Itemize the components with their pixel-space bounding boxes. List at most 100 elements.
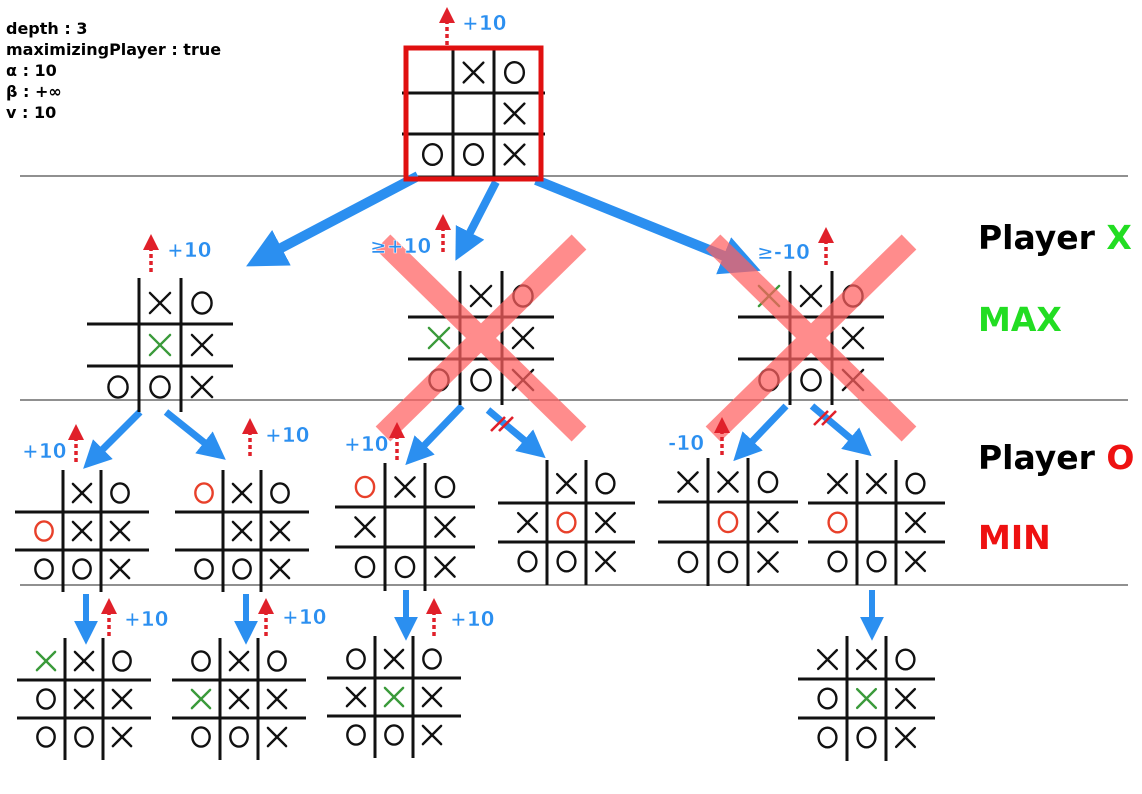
o-mark: [194, 482, 214, 504]
prune-mark: [490, 416, 514, 432]
board-l2-e: [658, 458, 798, 586]
x-mark: [841, 326, 865, 350]
player-x-mark: X: [1106, 218, 1132, 257]
x-mark: [383, 648, 405, 670]
board-l2-a: [15, 470, 149, 592]
o-mark: [895, 648, 916, 671]
x-mark: [71, 520, 93, 542]
x-mark: [383, 686, 405, 708]
node-value-l3-a: +10: [124, 607, 169, 631]
min-label: MIN: [978, 518, 1051, 557]
o-mark: [866, 550, 887, 573]
node-values: +10+10≥+10≥-10+10+10+10-10+10+10+10: [22, 11, 810, 632]
player-x-prefix: Player: [978, 218, 1107, 257]
boards-layer: [15, 45, 945, 761]
x-mark: [427, 326, 451, 350]
board-l2-d: [498, 460, 635, 585]
x-mark: [503, 102, 526, 125]
x-mark: [469, 284, 493, 308]
node-value-l2-c: +10: [344, 432, 389, 456]
x-mark: [462, 61, 485, 84]
x-mark: [190, 375, 214, 399]
x-mark: [594, 550, 617, 573]
o-mark: [107, 375, 129, 399]
max-label: MAX: [978, 300, 1062, 339]
tree-edges: [74, 171, 884, 645]
board-l3-c: [327, 636, 461, 758]
node-value-l2-a: +10: [22, 439, 67, 463]
o-mark: [462, 142, 485, 167]
x-mark: [35, 650, 57, 672]
v-readout: v : 10: [6, 103, 57, 122]
o-mark: [503, 60, 526, 85]
tree-edge-arrow: [163, 409, 226, 460]
o-mark: [34, 558, 54, 580]
value-return-arrow: [439, 7, 455, 45]
x-mark: [228, 650, 250, 672]
x-mark: [904, 550, 927, 573]
o-mark: [800, 368, 822, 392]
current-node-highlight: [403, 45, 544, 182]
x-mark: [269, 558, 291, 580]
o-mark: [422, 648, 442, 670]
o-mark: [72, 558, 92, 580]
board-l1-b: [408, 271, 554, 405]
prune-mark: [813, 410, 837, 426]
tree-edge-arrow: [83, 409, 143, 469]
board-l2-f: [808, 460, 945, 585]
o-mark: [36, 688, 56, 710]
x-mark: [717, 471, 739, 493]
x-mark: [111, 726, 133, 748]
o-mark: [112, 650, 132, 672]
tree-edge-arrow: [455, 180, 500, 261]
player-x-label: Player X: [978, 218, 1132, 257]
board-l2-b: [175, 470, 309, 592]
o-mark: [556, 550, 577, 573]
node-value-l1-b: ≥+10: [370, 234, 431, 258]
x-mark: [855, 687, 878, 710]
x-mark: [109, 558, 131, 580]
o-mark: [757, 470, 779, 494]
board-l1-a: [87, 278, 233, 412]
board-l3-a: [17, 638, 151, 760]
value-return-arrow: [68, 424, 84, 462]
o-mark: [229, 726, 249, 748]
x-mark: [148, 291, 172, 315]
x-mark: [421, 686, 443, 708]
x-mark: [148, 333, 172, 357]
o-mark: [717, 510, 739, 534]
x-mark: [677, 471, 699, 493]
x-mark: [555, 472, 578, 495]
o-mark: [36, 726, 56, 748]
o-mark: [817, 726, 838, 749]
board-root: [402, 45, 545, 182]
o-mark: [34, 520, 54, 542]
x-mark: [826, 472, 849, 495]
value-return-arrow: [101, 598, 117, 636]
x-mark: [111, 688, 133, 710]
player-o-mark: O: [1106, 438, 1135, 477]
board-l3-b: [172, 638, 306, 760]
o-mark: [817, 687, 838, 710]
player-o-prefix: Player: [978, 438, 1107, 477]
board-l3-d: [798, 636, 935, 761]
value-return-arrow: [426, 598, 442, 636]
o-mark: [905, 472, 926, 495]
x-mark: [894, 726, 917, 749]
alpha-readout: α : 10: [6, 61, 57, 80]
o-mark: [717, 550, 739, 574]
node-value-l1-c: ≥-10: [757, 240, 810, 264]
algorithm-state-panel: depth : 3 maximizingPlayer : true α : 10…: [6, 18, 221, 123]
tree-edge-arrow: [405, 403, 465, 466]
o-mark: [232, 558, 252, 580]
x-mark: [421, 724, 443, 746]
tree-edge-arrow: [485, 407, 546, 459]
x-mark: [434, 516, 456, 538]
o-mark: [267, 650, 287, 672]
o-mark: [470, 368, 492, 392]
x-mark: [904, 511, 927, 534]
value-return-arrow: [818, 227, 834, 265]
x-mark: [231, 520, 253, 542]
o-mark: [421, 142, 444, 167]
x-mark: [503, 143, 526, 166]
